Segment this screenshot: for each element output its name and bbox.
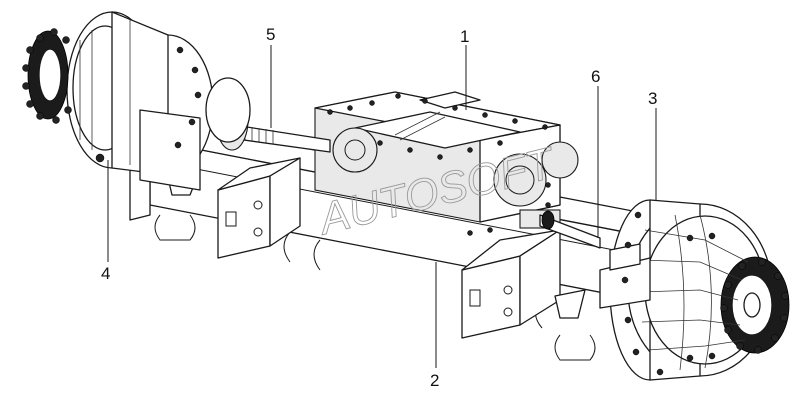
leader-lines [107, 45, 657, 368]
gearbox-bolts [327, 93, 551, 236]
callout-4: 4 [101, 264, 110, 283]
right-hub-bolts [621, 211, 789, 376]
left-hub-bolts [22, 28, 202, 163]
callout-2: 2 [430, 371, 439, 390]
right-mount-bracket [461, 229, 586, 339]
left-wheel-hub [27, 11, 251, 191]
callout-1: 1 [460, 27, 469, 46]
callout-6: 6 [591, 67, 600, 86]
right-drive-shaft [539, 210, 601, 249]
callout-3: 3 [648, 89, 657, 108]
right-wheel-hub [599, 199, 790, 381]
callout-5: 5 [266, 25, 275, 44]
